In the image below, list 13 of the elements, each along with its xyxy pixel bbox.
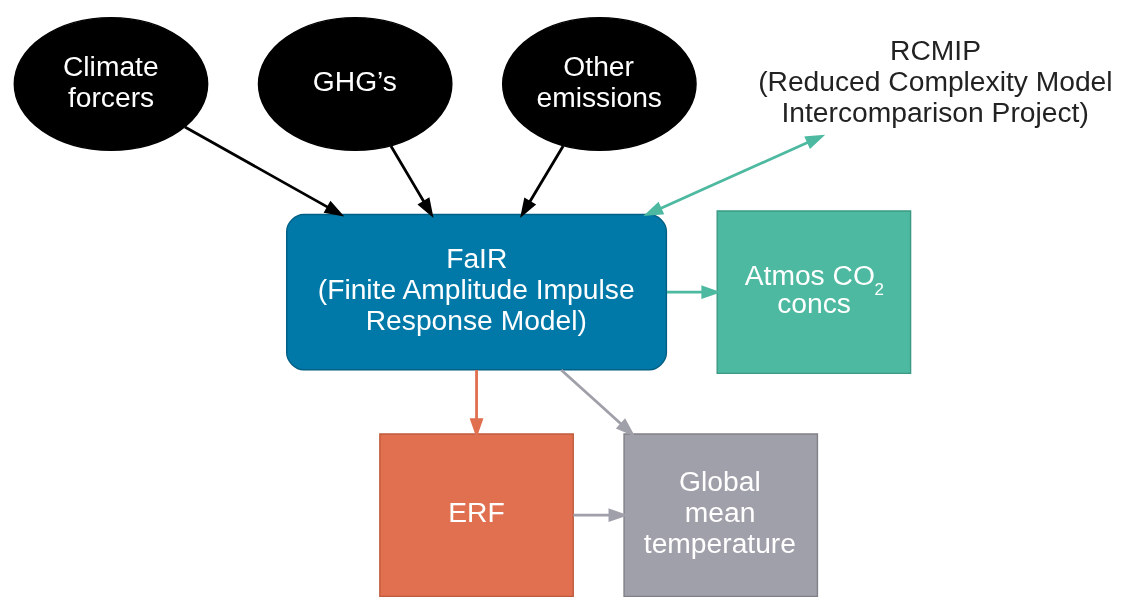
node-ellipse: GHG’s bbox=[257, 16, 453, 152]
node-ellipse: Other emissions bbox=[501, 16, 697, 152]
arrow bbox=[184, 125, 345, 217]
arrow bbox=[520, 145, 565, 218]
arrow bbox=[389, 145, 434, 218]
node-box: Global mean temperature bbox=[623, 433, 819, 598]
node-box: Atmos CO$_{2}$ concs bbox=[716, 210, 912, 375]
node-ellipse: Climate forcers bbox=[13, 16, 209, 152]
node-text: RCMIP (Reduced Complexity Model Intercomparison Project) bbox=[758, 33, 1113, 129]
arrow bbox=[560, 368, 636, 437]
node-box: ERF bbox=[379, 433, 574, 598]
node-box: FaIR (Finite Amplitude Impulse Response Model) bbox=[286, 213, 668, 371]
arrow bbox=[643, 134, 826, 217]
